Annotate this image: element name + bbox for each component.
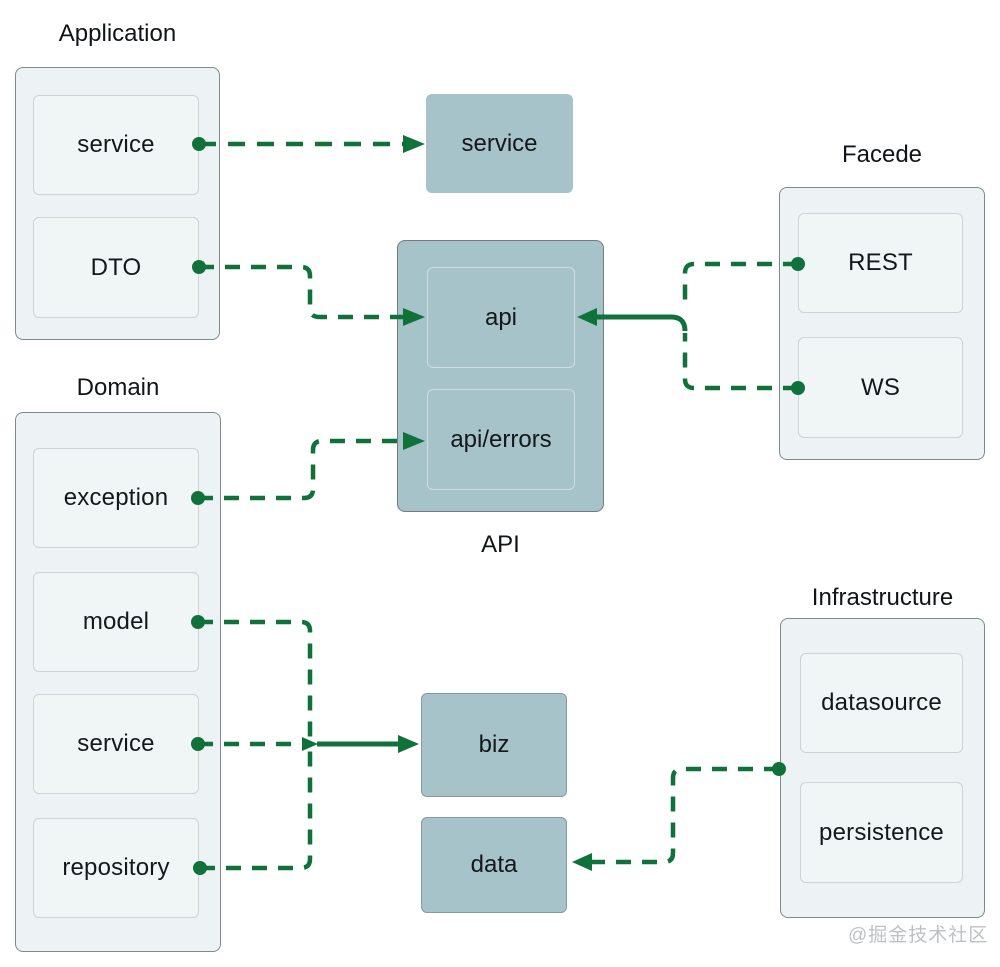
arrow-into-service — [403, 135, 425, 153]
domain-service-box: service — [33, 694, 199, 794]
edge-exception-to-api-errors — [198, 438, 403, 501]
biz-box: biz — [421, 693, 567, 797]
infrastructure-section-label: Infrastructure — [811, 584, 954, 611]
arrow-into-biz — [398, 735, 419, 753]
application-service-box: service — [33, 95, 199, 195]
application-section-label: Application — [58, 20, 177, 47]
arrow-junction-small — [302, 737, 318, 751]
data-box: data — [421, 817, 567, 913]
application-dto-box: DTO — [33, 217, 199, 318]
edge-junction-to-api-solid — [597, 314, 688, 332]
api-box: api — [427, 267, 575, 368]
watermark: @掘金技术社区 — [848, 925, 989, 946]
api-errors-box: api/errors — [427, 389, 575, 490]
service-target-box: service — [426, 94, 573, 193]
api-section-label: API — [481, 531, 520, 558]
domain-repository-box: repository — [33, 818, 199, 918]
domain-section-label: Domain — [76, 374, 160, 401]
domain-model-box: model — [33, 572, 199, 672]
edge-dto-to-api — [199, 264, 403, 320]
facede-rest-box: REST — [798, 213, 963, 313]
infrastructure-persistence-box: persistence — [800, 782, 963, 883]
domain-exception-box: exception — [33, 448, 199, 548]
facede-ws-box: WS — [798, 337, 963, 438]
arrow-into-data — [572, 853, 592, 871]
infrastructure-datasource-box: datasource — [800, 653, 963, 753]
edge-infra-to-data — [592, 766, 779, 865]
facede-section-label: Facede — [841, 141, 923, 168]
